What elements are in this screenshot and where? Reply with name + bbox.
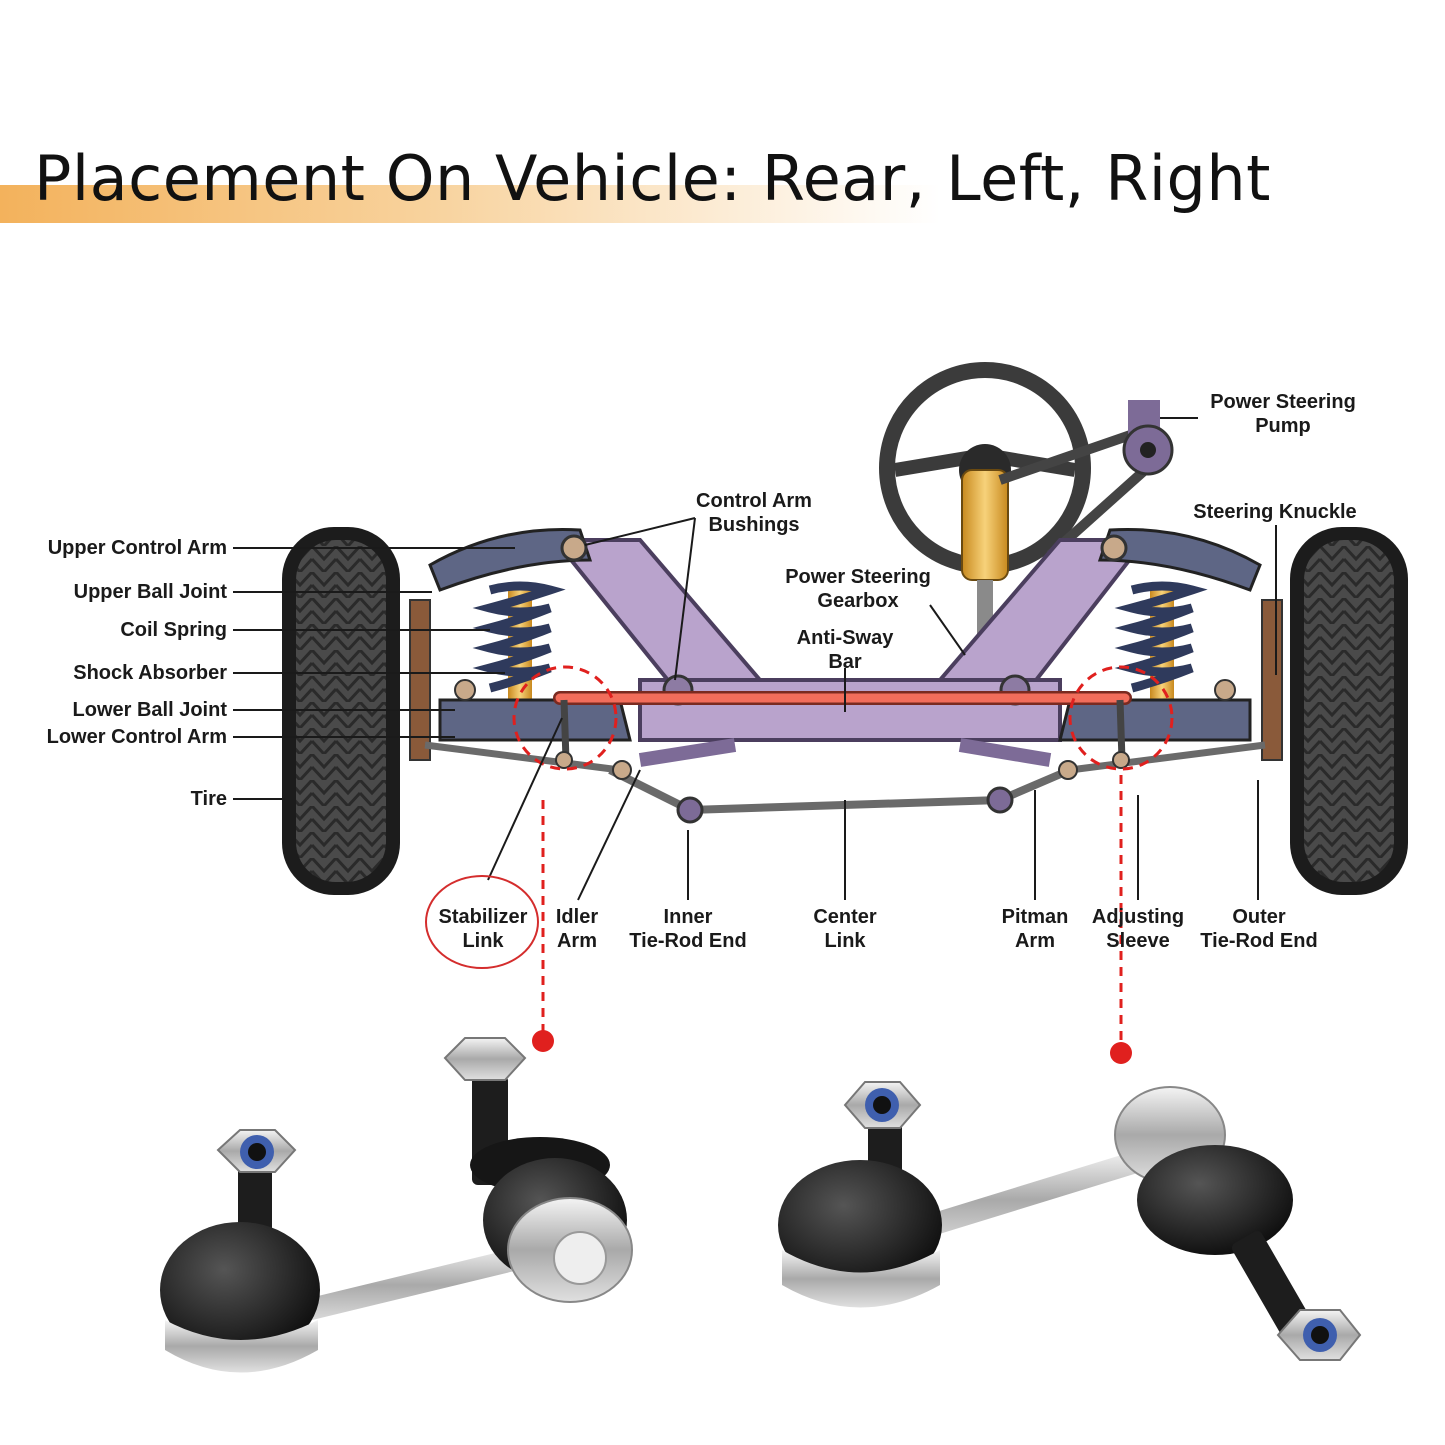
upper-control-arm-right [1097, 527, 1262, 592]
label-power-steering-gearbox: Power Steering Gearbox [785, 566, 931, 612]
label-control-arm-bushings: Control Arm Bushings [696, 490, 812, 536]
page-title: Placement On Vehicle: Rear, Left, Right [34, 142, 1271, 215]
stabilizer-link-highlight-right [1068, 665, 1174, 771]
label-shock-absorber: Shock Absorber [73, 662, 227, 684]
product-stabilizer-link-left [160, 1037, 633, 1373]
upper-control-arm-left [428, 527, 593, 592]
label-outer-tie-rod-end: Outer Tie-Rod End [1200, 906, 1318, 952]
steering-knuckle-left [409, 599, 431, 761]
stabilizer-link-highlight-left [512, 665, 618, 771]
label-tire: Tire [190, 788, 227, 810]
label-anti-sway-bar: Anti-Sway Bar [796, 627, 894, 673]
label-power-steering-pump: Power Steering Pump [1210, 391, 1356, 437]
label-steering-knuckle: Steering Knuckle [1193, 501, 1357, 523]
left-leader-lines [233, 547, 515, 800]
label-center-link: Center Link [813, 906, 877, 952]
steering-knuckle-right [1261, 599, 1283, 761]
label-stabilizer-link: Stabilizer Link [438, 906, 528, 952]
right-tire [1290, 527, 1408, 895]
title-highlight-band [0, 185, 940, 223]
label-coil-spring: Coil Spring [120, 619, 227, 641]
label-pitman-arm: Pitman Arm [1001, 906, 1069, 952]
label-adjusting-sleeve: Adjusting Sleeve [1091, 906, 1185, 952]
top-leader-lines [584, 417, 1277, 712]
label-upper-ball-joint: Upper Ball Joint [73, 581, 227, 603]
stabilizer-label-highlight [425, 875, 539, 969]
coil-spring-right [1114, 581, 1208, 705]
label-lower-ball-joint: Lower Ball Joint [72, 699, 227, 721]
label-idler-arm: Idler Arm [555, 906, 599, 952]
placement-indicator-left [532, 800, 554, 1052]
label-upper-control-arm: Upper Control Arm [47, 537, 227, 559]
coil-spring-left [472, 581, 566, 705]
bottom-leader-lines [487, 717, 1259, 901]
label-inner-tie-rod-end: Inner Tie-Rod End [629, 906, 747, 952]
lower-control-arm-left [438, 679, 632, 742]
placement-indicator-right [1110, 775, 1132, 1064]
label-lower-control-arm: Lower Control Arm [46, 726, 227, 748]
product-stabilizer-link-right [778, 1081, 1362, 1361]
